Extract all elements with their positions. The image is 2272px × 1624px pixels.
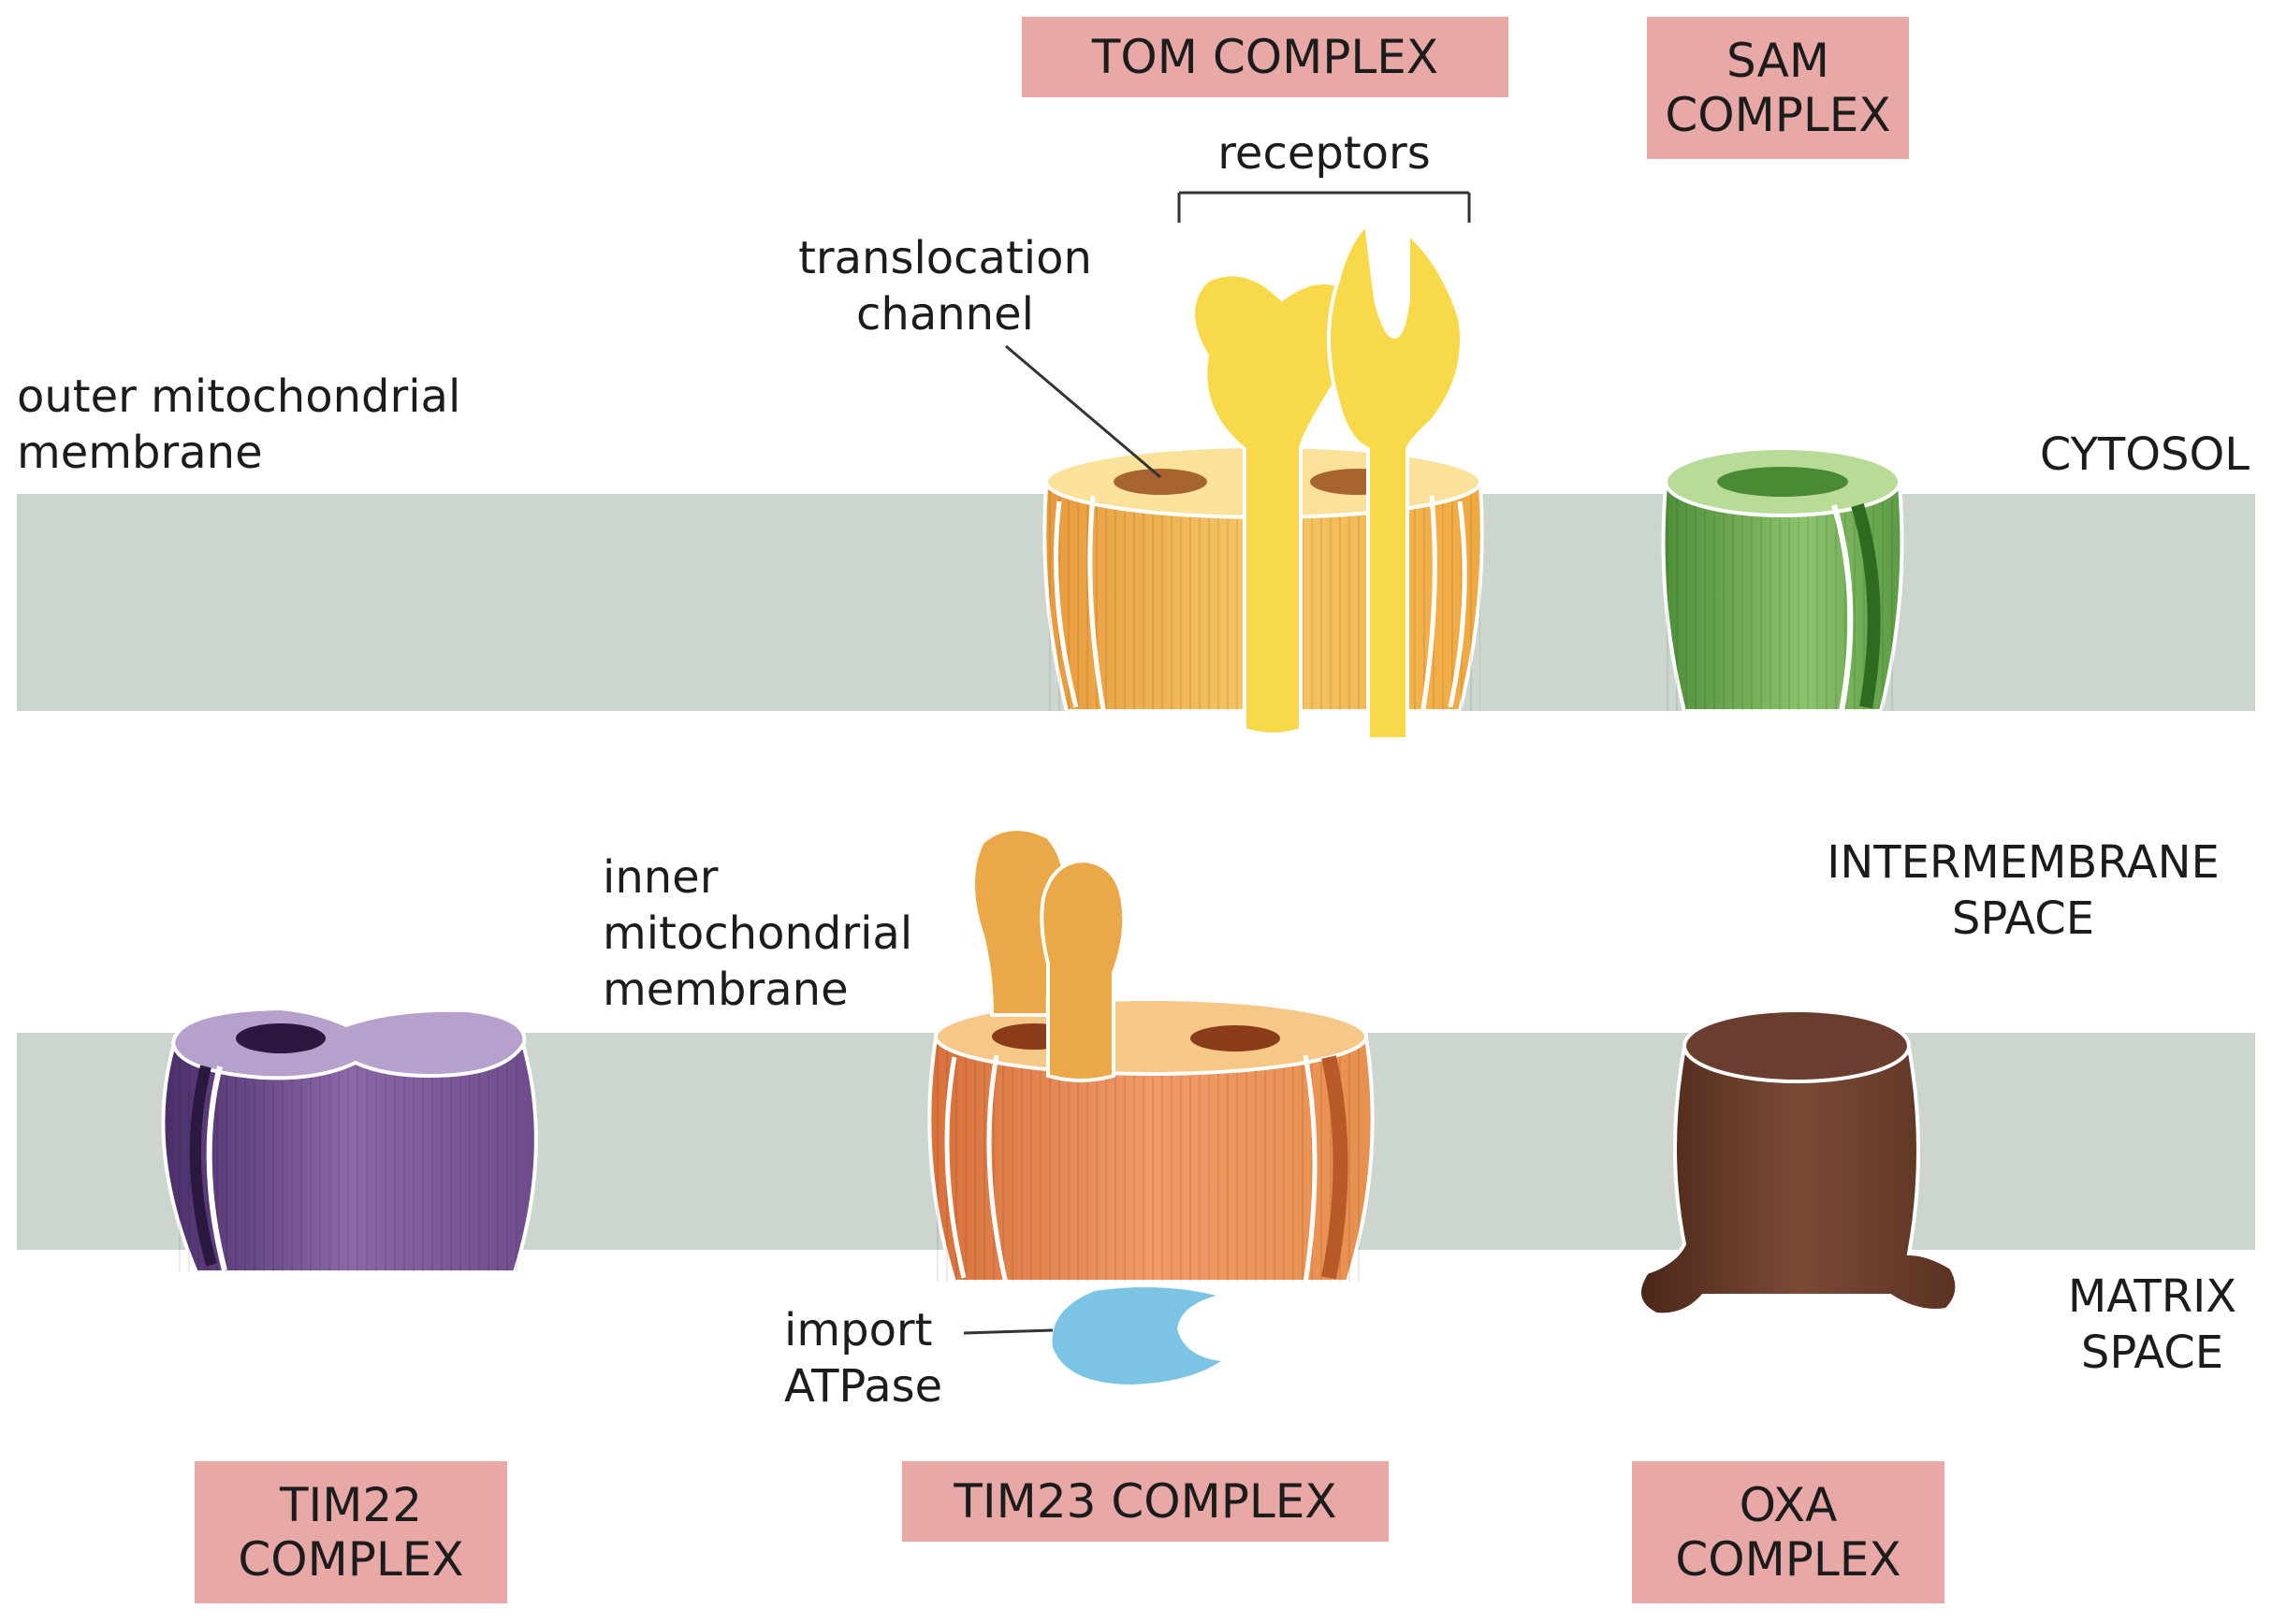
- translocation-channel-label: translocation channel: [798, 232, 1092, 341]
- intermembrane-space-label: INTERMEMBRANE SPACE: [1827, 836, 2220, 945]
- sam-complex-label-box: SAM COMPLEX: [1647, 17, 1909, 159]
- tim23-complex-label-box: TIM23 COMPLEX: [902, 1461, 1389, 1542]
- tom-complex-label: TOM COMPLEX: [1091, 30, 1439, 84]
- tim23-complex-label: TIM23 COMPLEX: [954, 1474, 1337, 1529]
- tim23-complex-shape: [927, 827, 1375, 1385]
- oxa-complex-label-box: OXA COMPLEX: [1632, 1461, 1944, 1603]
- tom-receptors-shape: [1191, 220, 1464, 741]
- cytosol-label: CYTOSOL: [2039, 428, 2250, 481]
- oxa-complex-shape: [1638, 1008, 1959, 1317]
- sam-complex-shape: [1661, 446, 1904, 713]
- tim22-complex-shape: [161, 1006, 538, 1274]
- outer-membrane-label: outer mitochondrial membrane: [17, 370, 461, 479]
- oxa-complex-label: OXA COMPLEX: [1675, 1478, 1901, 1587]
- tom-complex-label-box: TOM COMPLEX: [1022, 17, 1508, 97]
- matrix-space-label: MATRIX SPACE: [2067, 1270, 2237, 1379]
- tim22-complex-label: TIM22 COMPLEX: [238, 1478, 464, 1587]
- receptors-label: receptors: [1217, 127, 1431, 180]
- inner-membrane-label: inner mitochondrial membrane: [603, 851, 913, 1016]
- import-atpase-shape: [1052, 1287, 1221, 1385]
- sam-complex-label: SAM COMPLEX: [1665, 34, 1891, 142]
- import-atpase-label: import ATPase: [784, 1304, 943, 1413]
- tim22-complex-label-box: TIM22 COMPLEX: [195, 1461, 507, 1603]
- translocation-channel-leader: [1005, 344, 1161, 479]
- import-atpase-leader: [963, 1328, 1054, 1335]
